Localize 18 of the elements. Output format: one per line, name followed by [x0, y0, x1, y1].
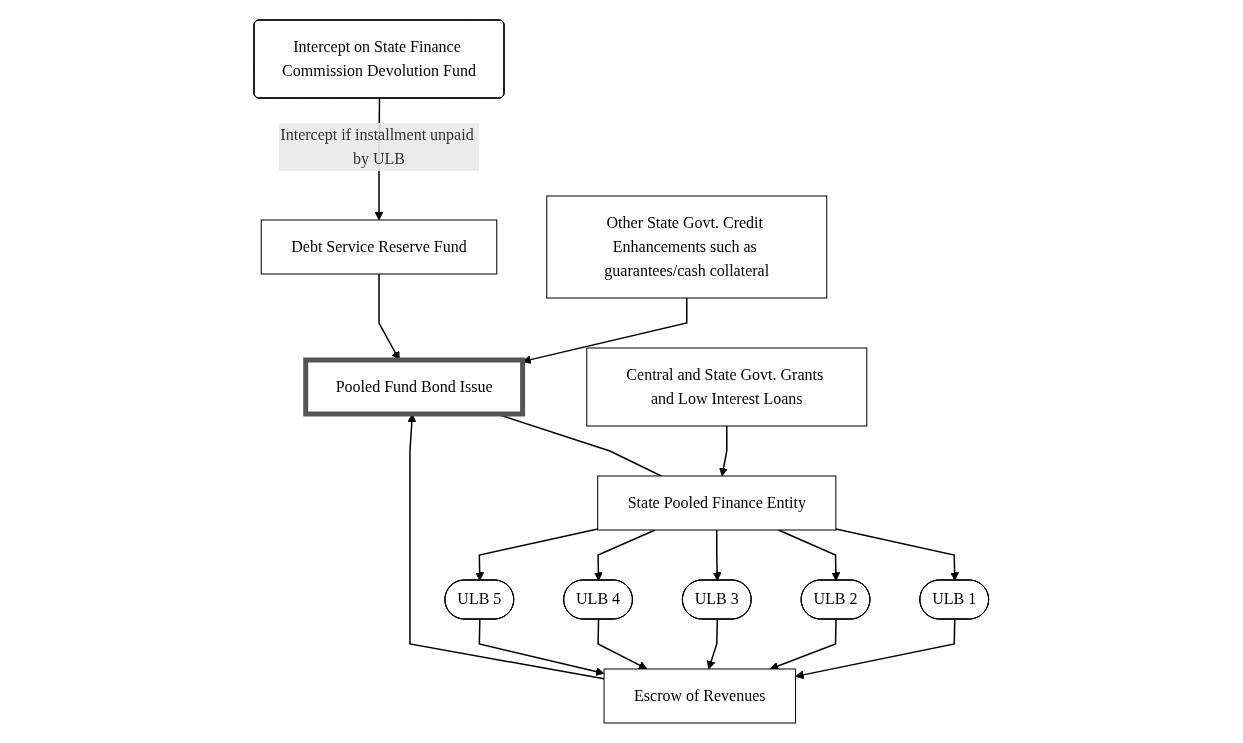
arrow [719, 425, 728, 477]
arrow [712, 529, 722, 581]
arrow [597, 618, 648, 670]
node-box: Central and State Govt. Grants and Low Interest Loans [586, 347, 868, 427]
node-box: State Pooled Finance Entity [597, 475, 837, 531]
arrow [835, 528, 960, 581]
arrow [594, 529, 657, 581]
node-box: Debt Service Reserve Fund [260, 219, 498, 275]
edge-label: Intercept if installment unpaid by ULB [280, 126, 474, 167]
arrow [522, 297, 688, 364]
arrow [777, 529, 841, 581]
node-box: Escrow of Revenues [603, 668, 797, 724]
node-box: Pooled Fund Bond Issue [303, 357, 526, 417]
arrow [795, 618, 956, 680]
arrow [478, 618, 605, 676]
arrow [475, 528, 599, 581]
node-box: Other State Govt. Credit Enhancements such as guarantees/cash collateral [546, 195, 828, 299]
arrow [707, 618, 719, 670]
